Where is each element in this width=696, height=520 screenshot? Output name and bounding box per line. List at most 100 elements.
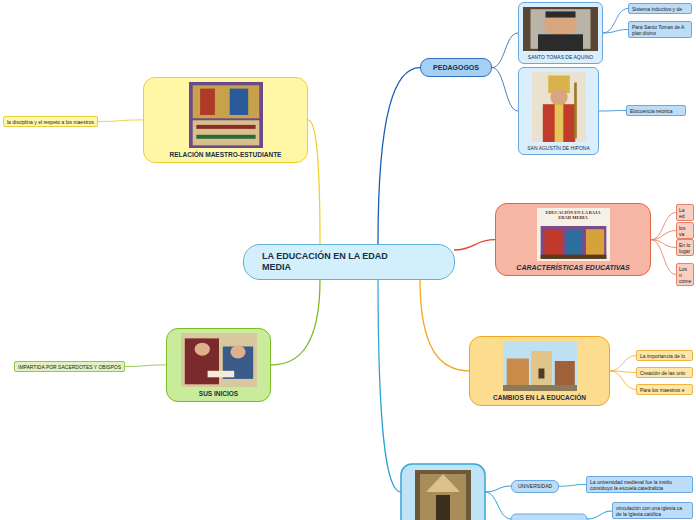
- illustration-part: [189, 82, 263, 148]
- illustration-part: [538, 369, 544, 379]
- node-label: CARACTERÍSTICAS EDUCATIVAS: [500, 264, 646, 272]
- branch-line: [485, 492, 511, 519]
- illustration-part: [200, 89, 215, 115]
- branch-connector: [651, 240, 676, 275]
- leaf-note: IMPARTIDA POR SACERDOTES Y OBISPOS: [14, 361, 125, 372]
- leaf-note: Los n come: [676, 263, 694, 286]
- branch-connector: [603, 30, 628, 34]
- illustration-part: [532, 72, 586, 142]
- leaf-note: La universidad medieval fue la institu c…: [586, 476, 693, 493]
- topic-card: RELACIÓN MAESTRO-ESTUDIANTE: [143, 77, 308, 163]
- illustration: [532, 72, 586, 142]
- branch-line: [378, 277, 401, 492]
- portrait-card: SAN AGUSTÍN DE HIPONA: [518, 67, 599, 155]
- branch-connector: [610, 371, 636, 390]
- topic-card: EDUCACIÓN EN LA BAJA EDAD MEDIA CARACTERÍ…: [495, 203, 651, 276]
- leaf-note: Para los maestros e: [636, 384, 693, 395]
- branch-connector: [610, 356, 636, 371]
- cathedral-picture: [426, 474, 460, 492]
- leaf-note: Sistema inductivo y de: [628, 3, 692, 14]
- picture-frame: [181, 333, 257, 387]
- topic-pill: UNIVERSIDAD: [511, 480, 559, 493]
- illustration-part: [196, 135, 255, 139]
- cathedral-picture: [415, 470, 471, 520]
- branch-connector: [271, 280, 320, 365]
- picture-box: [401, 464, 485, 520]
- illustration-part: [523, 7, 598, 51]
- leaf-note: La ed: [676, 204, 694, 221]
- node-label: En lo lugar: [679, 242, 691, 254]
- branch-connector: [599, 110, 626, 112]
- illustration-part: [542, 104, 574, 142]
- node-label: UNIVERSIDAD: [515, 483, 555, 490]
- node-label: LA EDUCACIÓN EN LA EDAD MEDIA: [262, 251, 412, 273]
- node-label: Elocuencia retorica: [630, 108, 682, 114]
- branch-line: [485, 486, 511, 492]
- illustration-part: [537, 208, 610, 261]
- leaf-note: La importancia de lo: [636, 350, 693, 361]
- illustration-part: [503, 385, 577, 391]
- node-label: Sistema inductivo y de: [632, 6, 688, 12]
- node-label: Para los maestros e: [640, 387, 689, 393]
- topic-card: SUS INICIOS: [166, 328, 271, 402]
- cathedral-picture: [420, 474, 466, 520]
- illustration-part: [540, 255, 606, 259]
- node-label: Para Santo Tomas de A plan divino: [632, 24, 688, 36]
- topic-card: CAMBIOS EN LA EDUCACIÓN: [469, 336, 610, 406]
- branch-connector: [125, 365, 166, 367]
- illustration: [503, 341, 577, 391]
- leaf-note: Creación de las univ: [636, 367, 693, 378]
- illustration: [189, 82, 263, 148]
- branch-connector: [454, 240, 495, 250]
- node-label: Creación de las univ: [640, 370, 689, 376]
- illustration-part: [554, 104, 563, 142]
- leaf-note: vinculación con una iglesia ca de la Igl…: [612, 502, 693, 519]
- node-label: RELACIÓN MAESTRO-ESTUDIANTE: [148, 151, 303, 159]
- branch-connector: [651, 213, 676, 240]
- branch-connector: [492, 33, 518, 68]
- leaf-note: la disciplina y el respeto a los maestro…: [3, 116, 98, 127]
- branch-connector: [420, 280, 469, 371]
- picture-frame: EDUCACIÓN EN LA BAJA EDAD MEDIA: [537, 208, 610, 261]
- node-label: La importancia de lo: [640, 353, 689, 359]
- illustration-part: [550, 89, 567, 106]
- picture-frame: [503, 341, 577, 391]
- illustration-part: [585, 229, 603, 256]
- branch-connector: [378, 68, 420, 244]
- illustration: [523, 7, 598, 51]
- node-label: SUS INICIOS: [171, 390, 266, 398]
- illustration: [181, 333, 257, 387]
- illustration-part: [184, 338, 218, 384]
- node-label: CAMBIOS EN LA EDUCACIÓN: [474, 394, 605, 402]
- portrait-card: SANTO TOMAS DE AQUINO: [518, 2, 603, 64]
- illustration-part: [194, 343, 209, 356]
- node-label: vinculación con una iglesia ca de la Igl…: [616, 505, 689, 517]
- illustration-part: [540, 226, 606, 259]
- node-label: Los n come: [679, 266, 691, 284]
- illustration-part: [181, 333, 257, 387]
- illustration-part: [192, 85, 259, 118]
- illustration-part: [503, 341, 577, 391]
- illustration-part: [538, 34, 583, 51]
- illustration-part: [574, 83, 577, 139]
- node-label: IMPARTIDA POR SACERDOTES Y OBISPOS: [18, 364, 121, 370]
- branch-connector: [651, 231, 676, 240]
- picture-frame: [189, 82, 263, 148]
- illustration-part: [566, 230, 582, 255]
- illustration-part: [229, 89, 248, 115]
- node-label: los va: [679, 225, 691, 237]
- node-label: la disciplina y el respeto a los maestro…: [7, 119, 94, 125]
- leaf-note: En lo lugar: [676, 239, 694, 256]
- illustration-part: [196, 125, 255, 129]
- branch-connector: [492, 68, 518, 111]
- illustration-part: [544, 229, 562, 256]
- central-topic: LA EDUCACIÓN EN LA EDAD MEDIA: [243, 244, 455, 280]
- node-label: PEDAGOGOS: [425, 63, 487, 72]
- illustration-part: [544, 11, 577, 37]
- illustration-part: [546, 11, 576, 17]
- picture-frame: [532, 72, 586, 142]
- illustration-part: [230, 345, 245, 358]
- topic-pill: PEDAGOGOS: [420, 58, 492, 77]
- node-label: SAN AGUSTÍN DE HIPONA: [523, 145, 594, 151]
- leaf-note: Para Santo Tomas de A plan divino: [628, 21, 692, 38]
